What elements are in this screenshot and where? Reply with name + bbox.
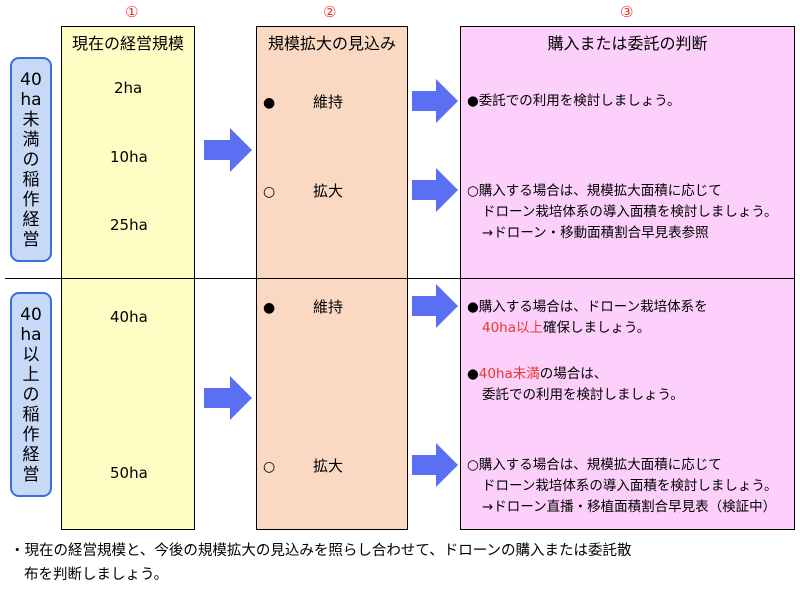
decision-text: 委託での利用を検討しましょう。 [478, 93, 681, 109]
option-label-maintain: 維持 [313, 298, 344, 316]
step-number-3: ③ [620, 3, 634, 21]
highlight-40ha-or-more: 40ha以上 [482, 320, 544, 336]
option-label-expand: 拡大 [313, 457, 344, 475]
option-bullet: ● [263, 300, 276, 316]
decision-block-5: ○購入する場合は、規模拡大面積に応じて ドローン栽培体系の導入面積を検討しましょ… [467, 455, 778, 518]
arrow-right-icon [412, 284, 458, 328]
scale-value: 50ha [110, 464, 148, 482]
footer-line: 布を判断しましょう。 [24, 567, 169, 583]
divider-line-mid1 [195, 278, 256, 279]
arrow-right-icon [204, 128, 252, 172]
highlight-under-40ha: 40ha未満 [478, 366, 540, 382]
decision-block-2: ○購入する場合は、規模拡大面積に応じて ドローン栽培体系の導入面積を検討しましょ… [467, 181, 778, 244]
option-bullet: ○ [263, 184, 276, 200]
decision-text: 確保しましょう。 [543, 320, 651, 336]
arrow-right-icon [204, 376, 252, 420]
arrow-right-icon [412, 443, 458, 487]
option-label-maintain: 維持 [313, 93, 344, 111]
option-label-expand: 拡大 [313, 182, 344, 200]
footer-line: ・現在の経営規模と、今後の規模拡大の見込みを照らし合わせて、ドローンの購入または… [10, 543, 632, 559]
step-number-2: ② [323, 3, 337, 21]
option-bullet: ○ [263, 459, 276, 475]
group-pill-under-40ha: 40ha未満の稲作経営 [10, 57, 52, 262]
bullet-filled: ● [467, 93, 479, 109]
current-scale-title: 現在の経営規模 [71, 34, 184, 53]
decision-text: ドローン栽培体系の導入面積を検討しましょう。 [482, 204, 778, 220]
bullet-open: ○ [467, 183, 479, 199]
divider-line-col3 [460, 278, 795, 279]
decision-text: ドローン栽培体系の導入面積を検討しましょう。 [482, 478, 778, 494]
divider-line-left [5, 278, 61, 279]
scale-value: 10ha [110, 148, 148, 166]
arrow-right-icon [412, 79, 458, 123]
arrow-right-icon [412, 168, 458, 212]
decision-block-1: ●委託での利用を検討しましょう。 [467, 91, 680, 112]
decision-text: 委託での利用を検討しましょう。 [482, 387, 684, 403]
option-bullet: ● [263, 95, 276, 111]
decision-text: 購入する場合は、ドローン栽培体系を [478, 299, 708, 315]
group-label-over-40ha: 40ha以上の稲作経営 [20, 304, 42, 485]
scale-value: 25ha [110, 216, 148, 234]
decision-block-3: ●購入する場合は、ドローン栽培体系を 40ha以上確保しましょう。 [467, 297, 708, 339]
decision-text: 購入する場合は、規模拡大面積に応じて [478, 457, 722, 473]
bullet-filled: ● [467, 366, 479, 382]
group-pill-over-40ha: 40ha以上の稲作経営 [10, 292, 52, 497]
divider-line-mid2 [408, 278, 460, 279]
decision-text: 購入する場合は、規模拡大面積に応じて [478, 183, 722, 199]
decision-block-4: ●40ha未満の場合は、 委託での利用を検討しましょう。 [467, 364, 684, 406]
decision-text: の場合は、 [539, 366, 608, 382]
footer-note: ・現在の経営規模と、今後の規模拡大の見込みを照らし合わせて、ドローンの購入または… [10, 539, 631, 587]
scale-value: 2ha [114, 79, 143, 97]
group-label-under-40ha: 40ha未満の稲作経営 [20, 69, 42, 250]
scale-value: 40ha [110, 308, 148, 326]
decision-reference-link: →ドローン・移動面積割合早見表参照 [482, 225, 709, 241]
decision-reference-link: →ドローン直播・移植面積割合早見表（検証中） [482, 499, 777, 515]
step-number-1: ① [125, 3, 139, 21]
divider-line-col1 [61, 278, 195, 279]
bullet-open: ○ [467, 457, 479, 473]
bullet-filled: ● [467, 299, 479, 315]
decision-title: 購入または委託の判断 [547, 34, 708, 53]
divider-line-col2 [256, 278, 408, 279]
outlook-title: 規模拡大の見込み [267, 34, 396, 53]
